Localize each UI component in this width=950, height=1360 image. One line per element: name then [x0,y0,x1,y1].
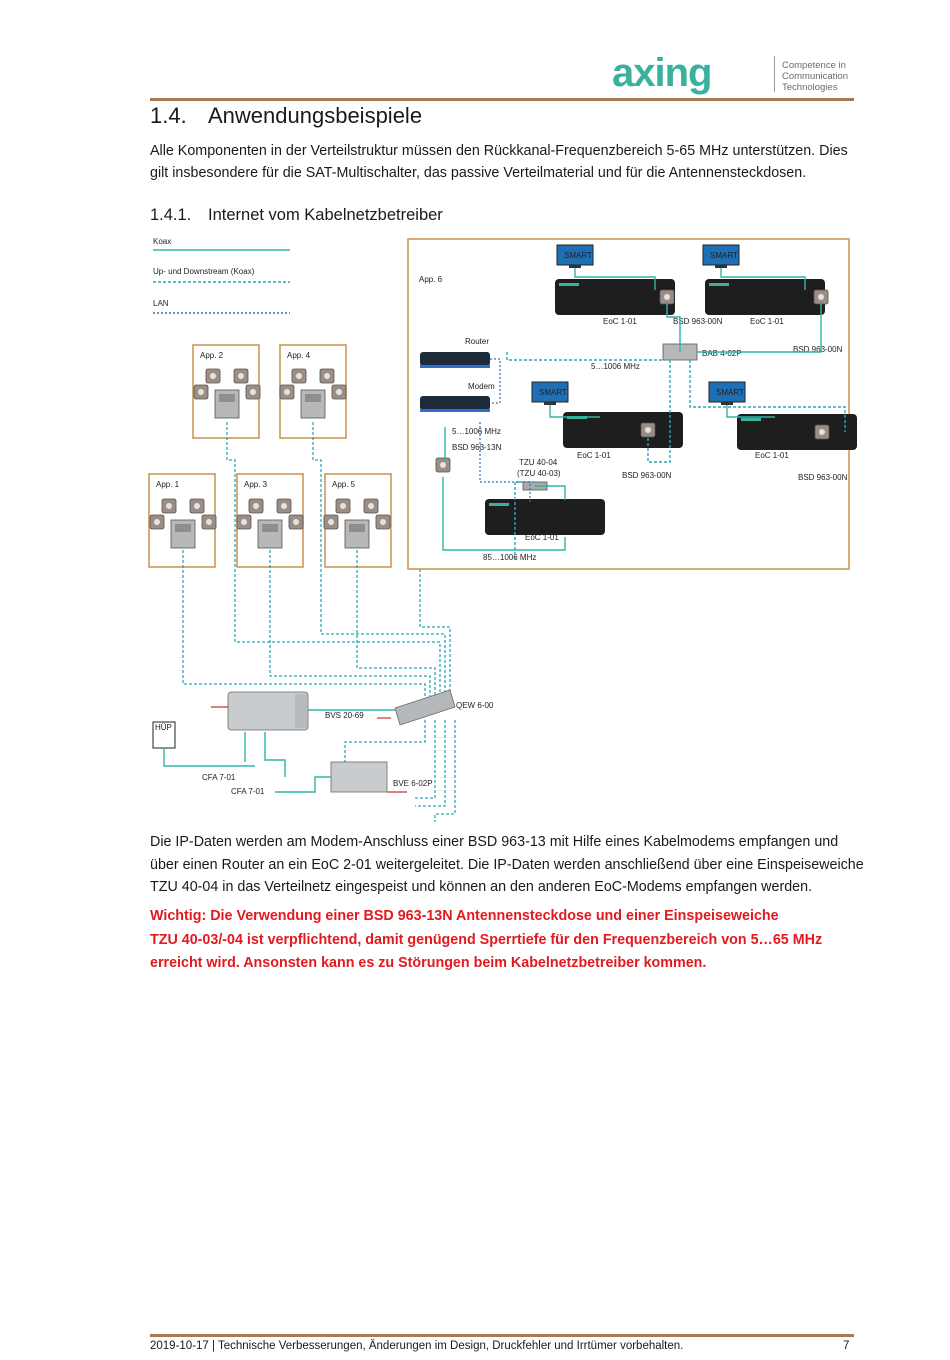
intro-line-1: Alle Komponenten in der Verteilstruktur … [150,143,848,159]
page-number: 7 [843,1340,850,1352]
eoc-mid-2-device [737,414,857,450]
eoc-top-2-label: EoC 1-01 [750,317,784,326]
modem-label: Modem [468,382,495,391]
bsd-top-2-outlet [813,289,829,305]
router-device: Router [420,337,490,368]
tzu-label-a: TZU 40-04 [519,458,558,467]
app3-frame: App. 3 [236,473,304,568]
bsd-top-1-outlet [659,289,675,305]
legend-upstream: Up- und Downstream (Koax) [153,267,255,276]
header-rule [150,98,854,101]
footer-text: 2019-10-17 | Technische Verbesserungen, … [150,1340,684,1352]
warning-line-2: TZU 40-03/-04 ist verpflichtend, damit g… [150,931,823,948]
body-line-2: über einen Router an ein EoC 2-01 weiter… [150,856,864,873]
cfa-label-2: CFA 7-01 [231,787,265,796]
eoc-top-2-device [705,279,825,315]
eoc-top-1-device [555,279,675,315]
eoc-bottom-device [485,499,605,535]
bve-device: BVE 6-02P [330,761,433,793]
freq-label-1: 5…1006 MHz [452,427,501,436]
app1-frame: App. 1 [148,473,217,568]
app6-coax-lines [442,268,822,551]
bvs-label: BVS 20-69 [325,711,364,720]
router-label: Router [465,337,489,346]
modem-device: Modem [420,382,495,412]
ground-symbols [211,706,407,793]
legend-lan: LAN [153,299,169,308]
logo-tagline: Competence in Communication Technologies [782,60,848,93]
freq-bottom-label: 85…1006 MHz [483,553,536,562]
warning-line-3: erreicht wird. Ansonsten kann es zu Stör… [150,955,707,971]
footer-rule [150,1334,854,1337]
section-heading: 1.4. Anwendungsbeispiele [150,103,422,129]
app1-label: App. 1 [156,480,180,489]
logo-wordmark: axing [612,52,711,95]
tv-mid-1-smart: SMART [539,388,567,397]
tagline-line-3: Technologies [782,82,838,93]
bsd-mid-2-outlet [814,424,830,440]
bve-label: BVE 6-02P [393,779,433,788]
tv-top-2-smart: SMART [710,251,738,260]
riser-lines [182,422,456,822]
intro-line-2: gilt insbesondere für die SAT-Multischal… [150,165,807,181]
bsd13n-outlet [435,457,451,473]
bsd-mid-1-outlet [640,422,656,438]
axing-logo: axing [612,52,712,95]
body-paragraph: Die IP-Daten werden am Modem-Anschluss e… [150,831,864,899]
tagline-line-2: Communication [782,71,848,82]
app2-label: App. 2 [200,351,224,360]
section-title: Anwendungsbeispiele [208,103,423,128]
qew-device: QEW 6-00 [394,689,494,726]
tv-top-1-smart: SMART [564,251,592,260]
body-line-3: TZU 40-04 in das Verteilnetz eingespeist… [150,879,813,896]
freq-mid-label: 5…1006 MHz [591,362,640,371]
tv-mid-2-smart: SMART [716,388,744,397]
subsection-title: Internet vom Kabelnetzbetreiber [208,206,443,224]
hup-label: HÜP [155,723,172,732]
subsection-number: 1.4.1. [150,206,192,224]
bsd-mid-2-label: BSD 963-00N [798,473,848,482]
intro-paragraph: Alle Komponenten in der Verteilstruktur … [150,140,855,184]
body-line-1: Die IP-Daten werden am Modem-Anschluss e… [150,834,839,850]
warning-paragraph: Wichtig: Die Verwendung einer BSD 963-13… [150,905,855,976]
app5-label: App. 5 [332,480,356,489]
section-number: 1.4. [150,103,187,128]
bvs-device: BVS 20-69 [227,691,364,731]
bsd-mid-1-label: BSD 963-00N [622,471,672,480]
app6-label: App. 6 [419,275,443,284]
headend-coax-lines [163,709,395,793]
warning-line-1: Wichtig: Die Verwendung einer BSD 963-13… [150,908,779,924]
app3-label: App. 3 [244,480,268,489]
subsection-heading: 1.4.1. Internet vom Kabelnetzbetreiber [150,206,443,225]
app4-label: App. 4 [287,351,311,360]
hup-box: HÜP [152,721,176,749]
app5-frame: App. 5 [323,473,392,568]
eoc-bottom-label: EoC 1-01 [525,533,559,542]
bsd-right-label: BSD 963-00N [793,345,843,354]
app6-lan-lines [479,358,531,502]
tzu-label-b: (TZU 40-03) [517,469,561,478]
bsd13n-label: BSD 963-13N [452,443,502,452]
bab-label: BAB 4-02P [702,349,742,358]
network-diagram: Koax Up- und Downstream (Koax) LAN App. … [148,237,857,822]
eoc-mid-1-label: EoC 1-01 [577,451,611,460]
app6-frame [407,238,850,570]
app2-frame: App. 2 [192,344,261,439]
qew-label: QEW 6-00 [456,701,494,710]
eoc-top-1-label: EoC 1-01 [603,317,637,326]
bsd-top-1-label: BSD 963-00N [673,317,723,326]
logo-separator [774,56,775,92]
tagline-line-1: Competence in [782,60,846,71]
cfa-label-1: CFA 7-01 [202,773,236,782]
legend-koax: Koax [153,237,171,246]
eoc-mid-2-label: EoC 1-01 [755,451,789,460]
